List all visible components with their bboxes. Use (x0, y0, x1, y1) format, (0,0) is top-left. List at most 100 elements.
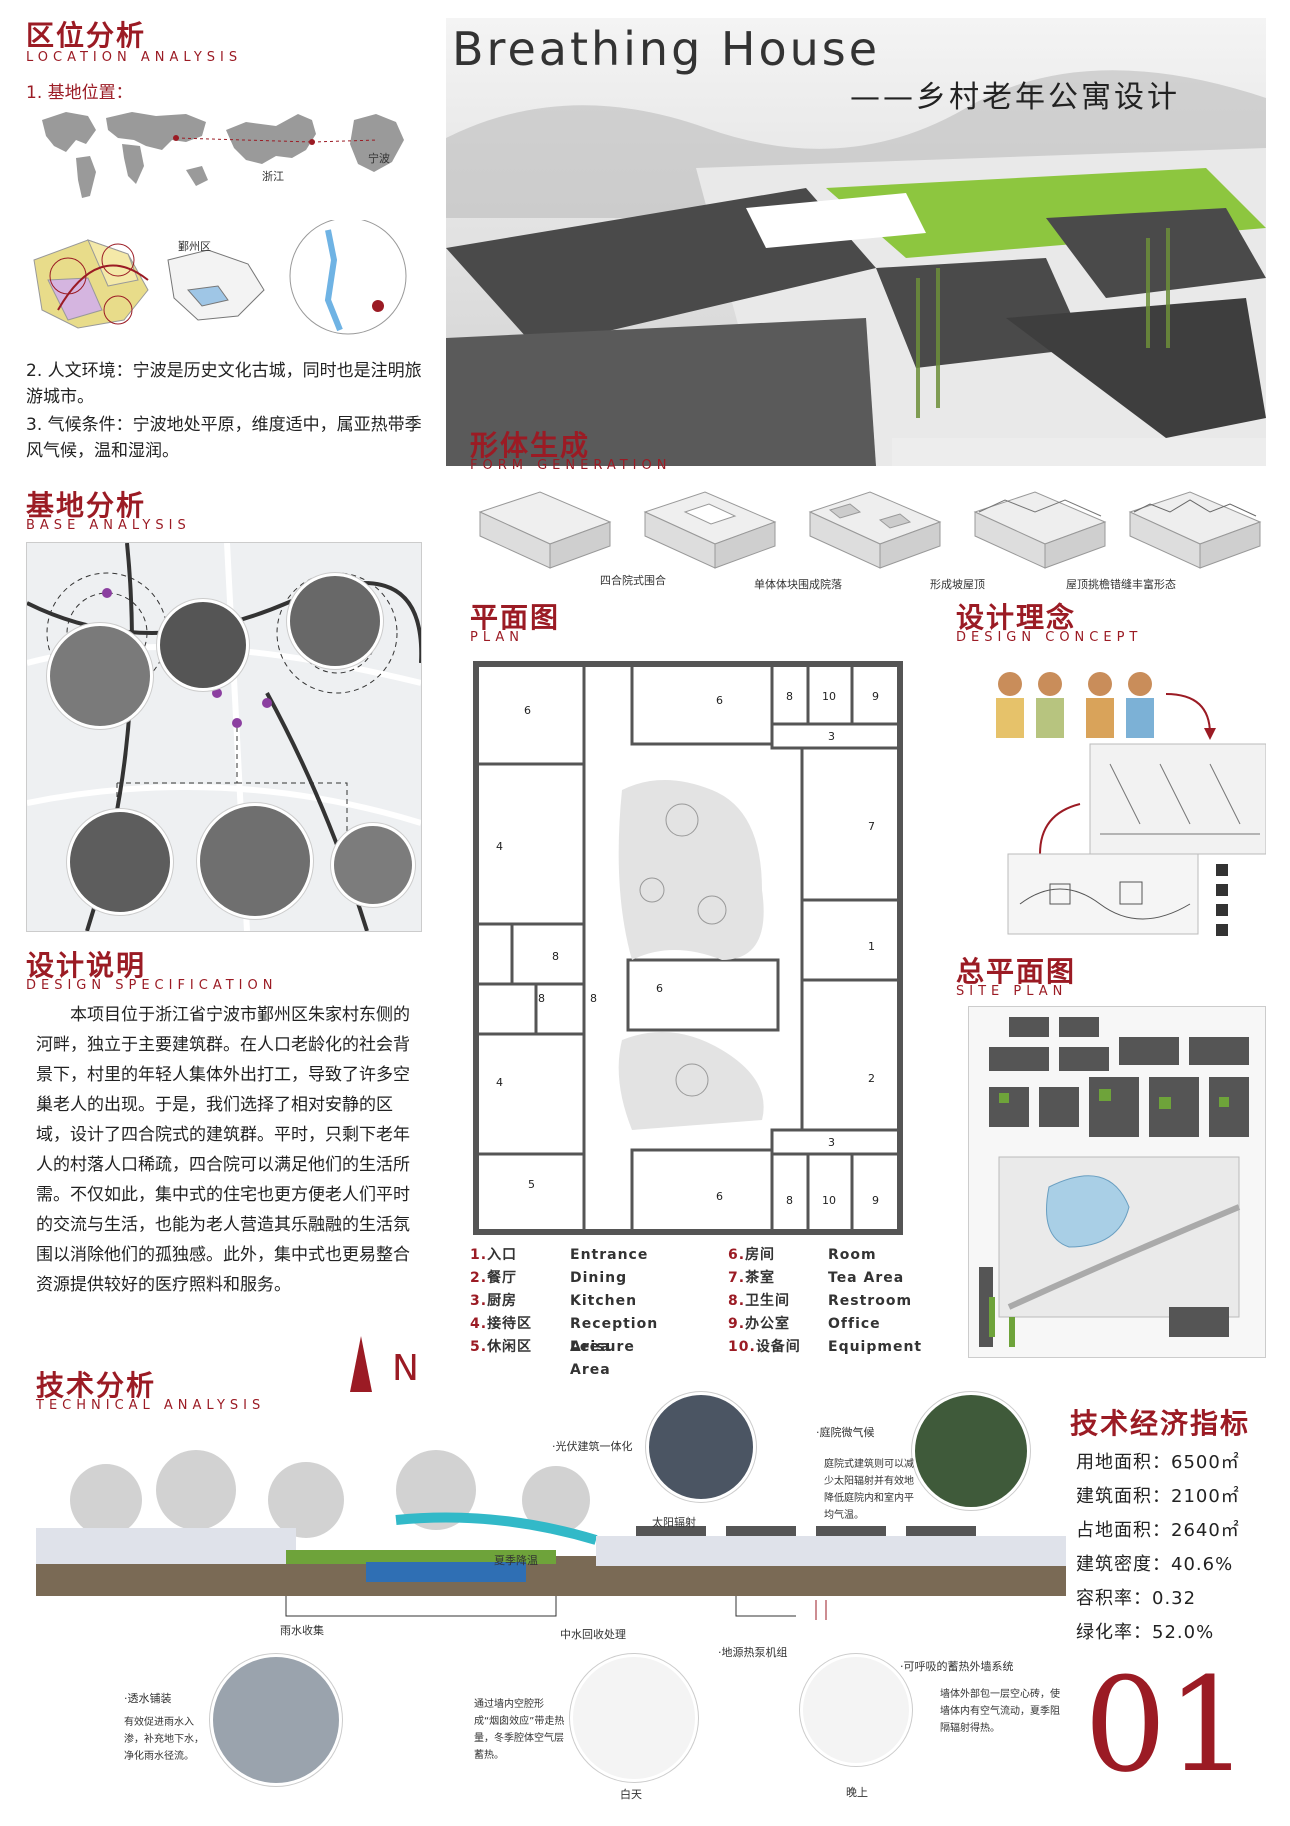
pv-label: ·光伏建筑一体化 (552, 1440, 633, 1453)
room-label: 6 (524, 704, 531, 717)
concept-title: 设计理念 (956, 601, 1077, 634)
reuse-label: 中水回收处理 (560, 1628, 626, 1641)
hero-illustration (446, 18, 1266, 466)
form-diagrams (478, 491, 1262, 569)
room-label: 8 (538, 992, 545, 1005)
index-row: 占地面积：2640㎡ (1076, 1520, 1240, 1541)
floor-plan: 6 6 8 10 9 3 4 7 8 1 8 8 6 4 2 5 3 6 8 1… (472, 660, 904, 1236)
room-label: 8 (786, 1194, 793, 1207)
chimney-day-diagram (570, 1654, 698, 1782)
photo-field (47, 623, 153, 729)
site-title: 总平面图 (956, 955, 1077, 988)
china-map (226, 114, 316, 164)
room-label: 8 (552, 950, 559, 963)
solar-label: 太阳辐射 (652, 1516, 696, 1529)
site-plan (968, 1006, 1266, 1358)
room-label: 2 (868, 1072, 875, 1085)
sheet-number: 01 (1084, 1649, 1250, 1801)
pv-photo (646, 1392, 756, 1502)
room-label: 8 (786, 690, 793, 703)
form-step-label-2: 单体体块围成院落 (754, 578, 842, 591)
day-label: 白天 (620, 1788, 642, 1801)
chimney-night-diagram (800, 1654, 912, 1766)
cool-label: 夏季降温 (494, 1554, 538, 1567)
room-label: 1 (868, 940, 875, 953)
base-map (26, 542, 422, 932)
tech-section-drawing (36, 1450, 1066, 1620)
north-label: N (392, 1348, 419, 1389)
room-label: 3 (828, 730, 835, 743)
photo-building (197, 803, 313, 919)
wall-label: ·可呼吸的蓄热外墙系统 (900, 1660, 1014, 1673)
location-title: 区位分析 (26, 19, 147, 52)
label-ningbo: 宁波 (368, 152, 390, 165)
index-row: 建筑密度：40.6% (1076, 1554, 1234, 1575)
geo-label: ·地源热泵机组 (718, 1646, 788, 1659)
concept-drawing (996, 672, 1267, 936)
room-label: 10 (822, 690, 836, 703)
form-title: 形体生成 (470, 429, 591, 462)
site-plan-drawing (969, 1007, 1265, 1357)
pave-photo (210, 1654, 342, 1786)
index-row: 绿化率：52.0% (1076, 1622, 1215, 1643)
location-maps (42, 112, 404, 198)
wall-note: 墙体外部包一层空心砖，使墙体内有空气流动，夏季阻隔辐射得热。 (940, 1689, 1060, 1734)
room-label: 6 (656, 982, 663, 995)
hero-subtitle: ——乡村老年公寓设计 (850, 80, 1180, 115)
hero-render (446, 18, 1266, 466)
form-step-5 (1128, 491, 1262, 569)
hero-title: Breathing House (452, 22, 881, 76)
form-step-label-3: 形成坡屋顶 (930, 578, 985, 591)
spec-title: 设计说明 (26, 949, 147, 982)
spec-text: 本项目位于浙江省宁波市鄞州区朱家村东侧的河畔，独立于主要建筑群。在人口老龄化的社… (36, 1005, 410, 1295)
plan-title: 平面图 (470, 601, 561, 634)
photo-canal (67, 809, 173, 915)
index-row: 建筑面积：2100㎡ (1076, 1486, 1240, 1507)
label-yinzhou: 鄞州区 (178, 240, 211, 253)
concept-illustration (960, 654, 1267, 954)
room-label: 4 (496, 840, 503, 853)
location-item-1: 1. 基地位置： (26, 83, 133, 103)
form-step-4 (973, 491, 1107, 569)
rain-label: 雨水收集 (280, 1624, 324, 1637)
tech-subtitle: TECHNICAL ANALYSIS (36, 1398, 266, 1413)
tech-title: 技术分析 (36, 1369, 157, 1402)
room-label: 8 (590, 992, 597, 1005)
regional-maps (33, 220, 407, 335)
night-label: 晚上 (846, 1786, 868, 1799)
room-label: 7 (868, 820, 875, 833)
form-step-1 (478, 491, 612, 569)
courtyard-photo (912, 1392, 1030, 1510)
world-map (42, 112, 208, 198)
zhejiang-map (350, 114, 404, 172)
room-label: 9 (872, 1194, 879, 1207)
travelers (996, 672, 1154, 738)
form-subtitle: FORM GENERATION (470, 458, 672, 473)
chimney-note: 通过墙内空腔形成“烟囱效应”带走热量，冬季腔体空气层蓄热。 (474, 1699, 565, 1761)
plan-subtitle: PLAN (470, 630, 524, 645)
room-label: 4 (496, 1076, 503, 1089)
room-label: 5 (528, 1178, 535, 1191)
base-title: 基地分析 (26, 489, 147, 522)
room-label: 6 (716, 694, 723, 707)
room-label: 6 (716, 1190, 723, 1203)
form-step-label-4: 屋顶挑檐错缝丰富形态 (1066, 578, 1176, 591)
photo-village (331, 823, 415, 907)
pave-label: ·透水铺装 (124, 1692, 172, 1705)
base-subtitle: BASE ANALYSIS (26, 518, 191, 533)
indices-title: 技术经济指标 (1070, 1407, 1251, 1440)
room-label: 3 (828, 1136, 835, 1149)
north-arrow-icon (350, 1336, 372, 1392)
location-item-3: 3. 气候条件：宁波地处平原，维度适中，属亚热带季风气候，温和湿润。 (26, 415, 422, 461)
spec-subtitle: DESIGN SPECIFICATION (26, 978, 278, 993)
indices-list: 用地面积：6500㎡ 建筑面积：2100㎡ 占地面积：2640㎡ 建筑密度：40… (1076, 1446, 1276, 1650)
form-step-label-1: 四合院式围合 (600, 574, 666, 587)
index-row: 用地面积：6500㎡ (1076, 1452, 1240, 1473)
site-subtitle: SITE PLAN (956, 984, 1068, 999)
tech-section (36, 1440, 1066, 1620)
location-item-2: 2. 人文环境：宁波是历史文化古城，同时也是注明旅游城市。 (26, 361, 422, 407)
pave-note: 有效促进雨水入渗，补充地下水，净化雨水径流。 (124, 1717, 204, 1762)
floor-plan-drawing (473, 661, 903, 1235)
courtyard-label: ·庭院微气候 (816, 1426, 875, 1439)
courtyard-note: 庭院式建筑则可以减少太阳辐射并有效地降低庭院内和室内平均气温。 (824, 1459, 914, 1521)
